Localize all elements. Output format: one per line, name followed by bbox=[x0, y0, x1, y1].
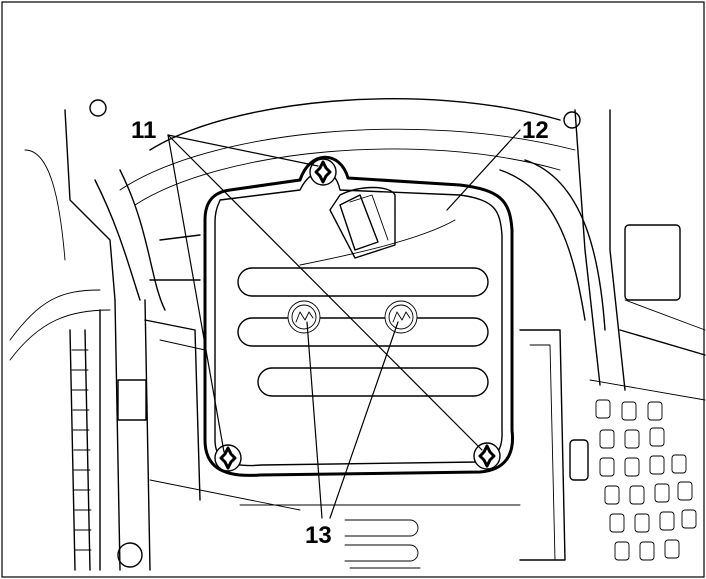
spark-arrestor-screw-icon bbox=[384, 300, 418, 334]
callout-11-leaders bbox=[167, 134, 483, 453]
torx-screw-icon bbox=[309, 158, 337, 186]
callout-11-label: 11 bbox=[131, 117, 156, 144]
callout-12-label: 12 bbox=[522, 117, 549, 144]
callout-13-label: 13 bbox=[305, 522, 332, 549]
callout-12-leader bbox=[446, 129, 521, 211]
chainsaw-body-outline bbox=[9, 98, 706, 571]
torx-screw-icon bbox=[214, 444, 242, 472]
torx-screw-icon bbox=[473, 442, 501, 470]
callout-13-leaders bbox=[306, 321, 399, 519]
spark-arrestor-screw-icon bbox=[287, 300, 321, 334]
muffler-cover bbox=[203, 155, 515, 477]
